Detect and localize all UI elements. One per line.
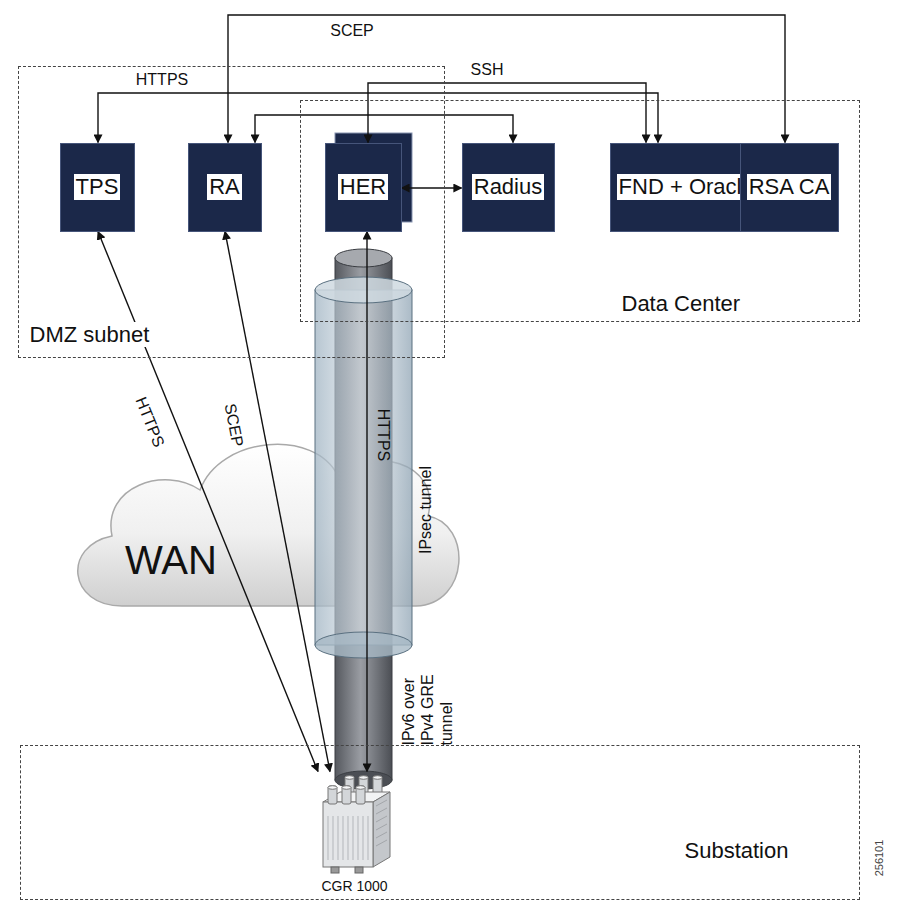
router-antenna-cap — [359, 775, 368, 779]
cloud-shape — [60, 428, 470, 612]
connector-line — [368, 83, 646, 143]
router-side — [373, 792, 390, 867]
router-antenna-cap — [373, 775, 382, 779]
router-fin — [337, 816, 338, 860]
server-box: RSA CA — [740, 143, 839, 232]
server-box: Radius — [462, 143, 555, 232]
server-label: TPS — [74, 174, 121, 199]
protocol-label: HTTPS — [373, 409, 392, 461]
figure-number: 256101 — [873, 840, 886, 877]
protocol-label: SCEP — [330, 21, 374, 40]
router-side-fin — [376, 832, 387, 838]
ipsec-tunnel-body — [315, 290, 412, 645]
substation-region: SubstationCGR 1000 — [20, 745, 860, 900]
server-label: Radius — [472, 174, 544, 199]
server-box: RA — [188, 143, 262, 232]
protocol-label: HTTPS — [136, 70, 188, 89]
router-fin — [332, 816, 333, 860]
router-fin — [357, 816, 358, 860]
router-fin — [327, 816, 328, 860]
router-port — [355, 867, 363, 873]
region-label: DMZ subnet — [28, 322, 152, 347]
router-illustration — [295, 772, 415, 876]
wan-cloud: WAN — [60, 428, 470, 612]
router-antenna — [342, 786, 351, 804]
connector-line — [255, 115, 513, 143]
router-fin — [367, 816, 368, 860]
dmz-region: DMZ subnet TPS RA HER — [18, 66, 445, 358]
region-label: WAN — [125, 540, 217, 580]
router-fin — [342, 816, 343, 860]
protocol-label: HTTPS — [131, 394, 168, 450]
router-side-fin — [376, 800, 387, 806]
router-fin — [362, 816, 363, 860]
connector-line — [228, 15, 785, 143]
server-label: RSA CA — [747, 174, 832, 199]
server-label: RA — [207, 174, 242, 199]
router-antenna — [356, 786, 365, 804]
connector-line — [402, 187, 462, 188]
datacenter-region: Data CenterRadiusFND + Oracle DBRSA CA — [300, 100, 860, 322]
router-fin — [347, 816, 348, 860]
protocol-label: SCEP — [220, 402, 247, 448]
gre-tunnel-top — [335, 249, 392, 267]
device-label: CGR 1000 — [295, 878, 415, 894]
router-antenna-cap — [356, 785, 365, 789]
cloud-outline — [78, 444, 459, 606]
ipsec-tunnel-end — [315, 632, 412, 658]
tunnel-label: IPv6 over IPv4 GRE tunnel — [399, 651, 457, 746]
router-side-fin — [376, 840, 387, 846]
router-antenna-cap — [345, 775, 354, 779]
server-box: TPS — [60, 143, 135, 232]
router-antenna — [328, 786, 337, 804]
router-antenna — [373, 776, 382, 794]
region-label: Substation — [683, 838, 791, 863]
region-label: Data Center — [620, 291, 743, 316]
router-fin — [352, 816, 353, 860]
router-device: CGR 1000 — [295, 772, 415, 894]
router-port — [331, 867, 339, 873]
protocol-label: SSH — [471, 60, 504, 79]
tunnel-label: IPsec tunnel — [416, 466, 435, 554]
router-antenna-cap — [328, 785, 337, 789]
ipsec-tunnel-top — [315, 277, 412, 303]
router-side-fin — [376, 808, 387, 814]
router-side-fin — [376, 816, 387, 822]
router-front — [323, 802, 373, 867]
router-antenna-cap — [342, 785, 351, 789]
server-label: HER — [338, 174, 388, 199]
router-side-fin — [376, 824, 387, 830]
connector-line — [366, 232, 367, 772]
server-box: HER — [325, 143, 402, 232]
